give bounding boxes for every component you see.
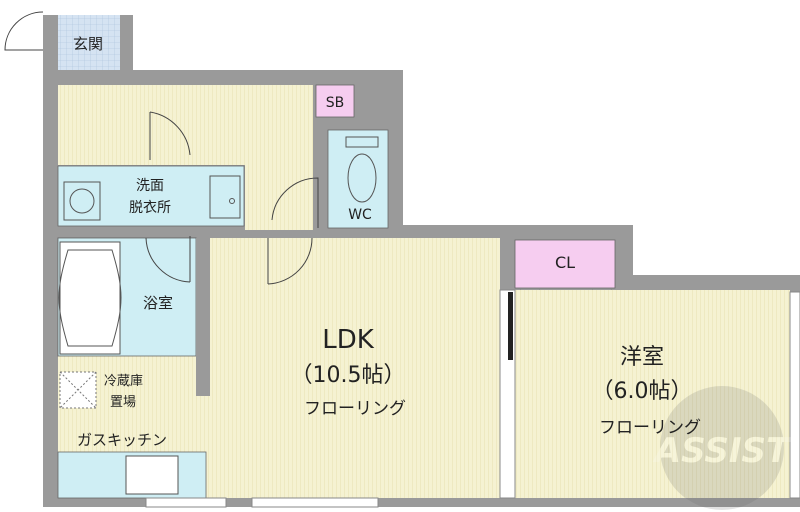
kitchen-label: ガスキッチン (77, 431, 167, 449)
washroom-label-1: 洗面 (136, 178, 164, 194)
toilet-bowl-icon (347, 153, 377, 203)
bottom-window-kitchen (145, 497, 227, 508)
toilet-tank-icon (345, 136, 379, 148)
closet-label: CL (555, 253, 575, 272)
fridge-label-1: 冷蔵庫 (104, 374, 143, 389)
svg-text:ASSIST: ASSIST (652, 431, 792, 471)
fridge-label-2: 置場 (110, 395, 136, 410)
washroom-label-2: 脱衣所 (129, 200, 171, 216)
wc-label: WC (348, 207, 372, 223)
door-swings (4, 11, 319, 285)
western-room (515, 290, 790, 498)
western-name-label: 洋室 (620, 345, 664, 370)
hallway-lower (245, 150, 313, 230)
ldk-name-label: LDK (322, 325, 375, 355)
shoe-box (315, 84, 355, 118)
sink-icon (125, 455, 179, 495)
ldk-size-label: （10.5帖） (291, 363, 406, 388)
bottom-window-ldk (251, 497, 379, 508)
assist-watermark: ASSIST (652, 386, 792, 510)
ldk-floor-label: フローリング (304, 399, 406, 419)
entrance-area (58, 15, 120, 70)
right-window (789, 291, 800, 499)
sb-label: SB (326, 95, 345, 111)
western-floor-label: フローリング (599, 418, 701, 438)
washroom (57, 165, 245, 227)
washing-machine-icon (63, 181, 101, 221)
western-size-label: （6.0帖） (592, 379, 693, 404)
closet (514, 239, 616, 289)
entrance-label: 玄関 (73, 35, 103, 53)
bath-label: 浴室 (143, 294, 173, 312)
wash-basin-icon (209, 175, 241, 219)
